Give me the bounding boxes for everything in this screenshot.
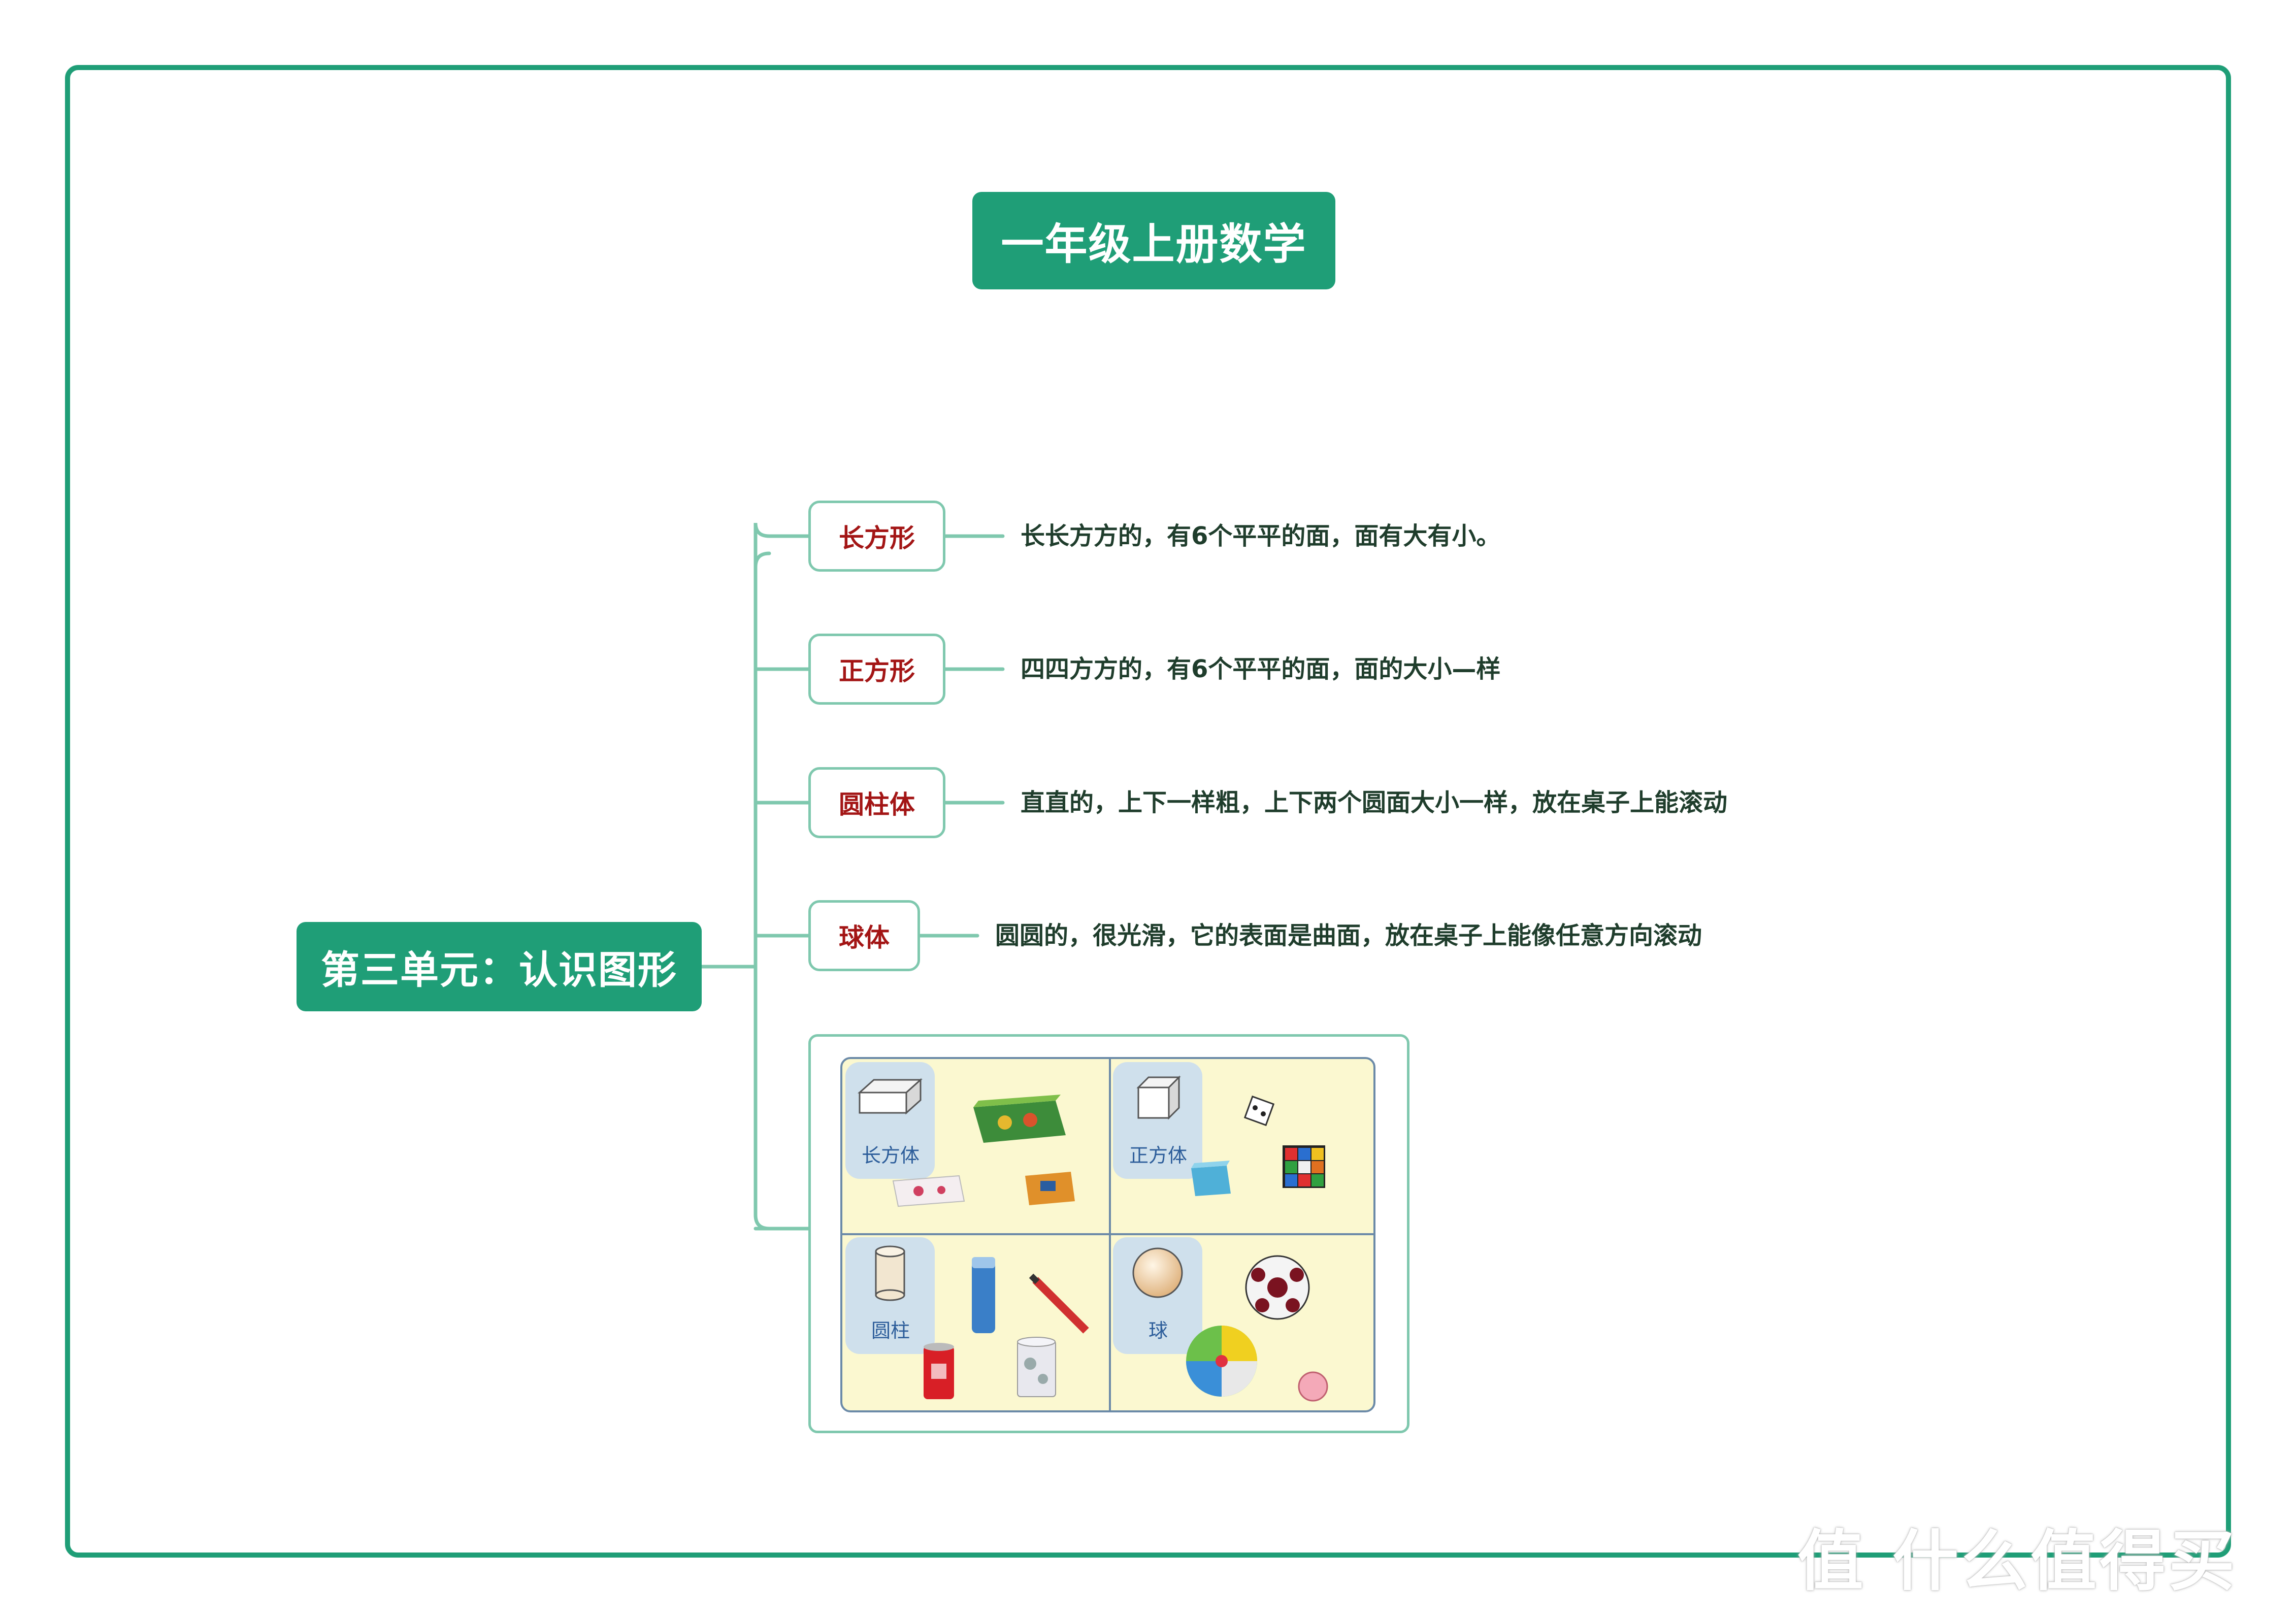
cube-icon — [1136, 1075, 1181, 1120]
soda-can-icon — [924, 1343, 954, 1399]
cylinder-icon — [875, 1245, 905, 1301]
branch-desc-cuboid: 长长方方的，有6个平平的面，面有大有小。 — [1021, 522, 1501, 550]
quadrant-cube: 正方体 — [1110, 1059, 1373, 1235]
quadrant-cuboid: 长方体 — [842, 1059, 1108, 1235]
branch-node-cube[interactable]: 正方形 — [808, 634, 945, 705]
sphere-icon — [1132, 1247, 1183, 1298]
pencil-box-icon — [973, 1095, 1066, 1143]
sphere-tag: 球 — [1113, 1237, 1202, 1354]
sphere-objects — [1186, 1255, 1328, 1402]
root-node[interactable]: 第三单元：认识图形 — [297, 922, 702, 1011]
cuboid-objects — [892, 1095, 1075, 1207]
blue-box-icon — [1191, 1161, 1231, 1196]
cylinder-objects — [924, 1257, 1089, 1399]
branch-node-cuboid[interactable]: 长方形 — [808, 501, 945, 572]
cylinder-tag-label: 圆柱 — [871, 1319, 910, 1342]
quadrant-sphere: 球 — [1110, 1234, 1373, 1410]
cuboid-icon — [858, 1078, 923, 1115]
small-box-icon — [1025, 1172, 1075, 1205]
pencil-icon — [1029, 1273, 1089, 1334]
tin-can-icon — [1017, 1337, 1056, 1397]
dice-icon — [1243, 1095, 1275, 1127]
rubiks-cube-icon — [1283, 1145, 1325, 1188]
page-title: 一年级上册数学 — [972, 192, 1335, 289]
branch-node-cylinder[interactable]: 圆柱体 — [808, 767, 945, 838]
trunk-line — [753, 551, 771, 1231]
soccer-ball-icon — [1245, 1255, 1310, 1320]
tissue-box-icon — [892, 1175, 965, 1207]
panel-dividers — [842, 1059, 1373, 1410]
cube-tag-label: 正方体 — [1129, 1144, 1187, 1167]
shapes-illustration: 长方体 正方体 — [840, 1057, 1375, 1412]
small-ball-icon — [1298, 1371, 1328, 1402]
cube-objects — [1191, 1095, 1325, 1196]
branch-desc-sphere: 圆圆的，很光滑，它的表面是曲面，放在桌子上能像任意方向滚动 — [995, 921, 1702, 950]
cube-tag: 正方体 — [1113, 1062, 1202, 1179]
branch-desc-cube: 四四方方的，有6个平平的面，面的大小—样 — [1021, 655, 1501, 683]
watermark: 值 什么值得买 — [1797, 1523, 2238, 1600]
cuboid-tag: 长方体 — [845, 1062, 935, 1179]
branch-node-sphere[interactable]: 球体 — [808, 900, 920, 971]
cuboid-tag-label: 长方体 — [861, 1144, 920, 1167]
sphere-tag-label: 球 — [1148, 1319, 1168, 1342]
cylinder-tag: 圆柱 — [845, 1237, 935, 1354]
beach-ball-icon — [1186, 1326, 1257, 1397]
branch-desc-cylinder: 直直的，上下一样粗，上下两个圆面大小一样，放在桌子上能滚动 — [1021, 788, 1728, 817]
quadrant-cylinder: 圆柱 — [842, 1234, 1108, 1410]
thermos-icon — [972, 1257, 995, 1333]
